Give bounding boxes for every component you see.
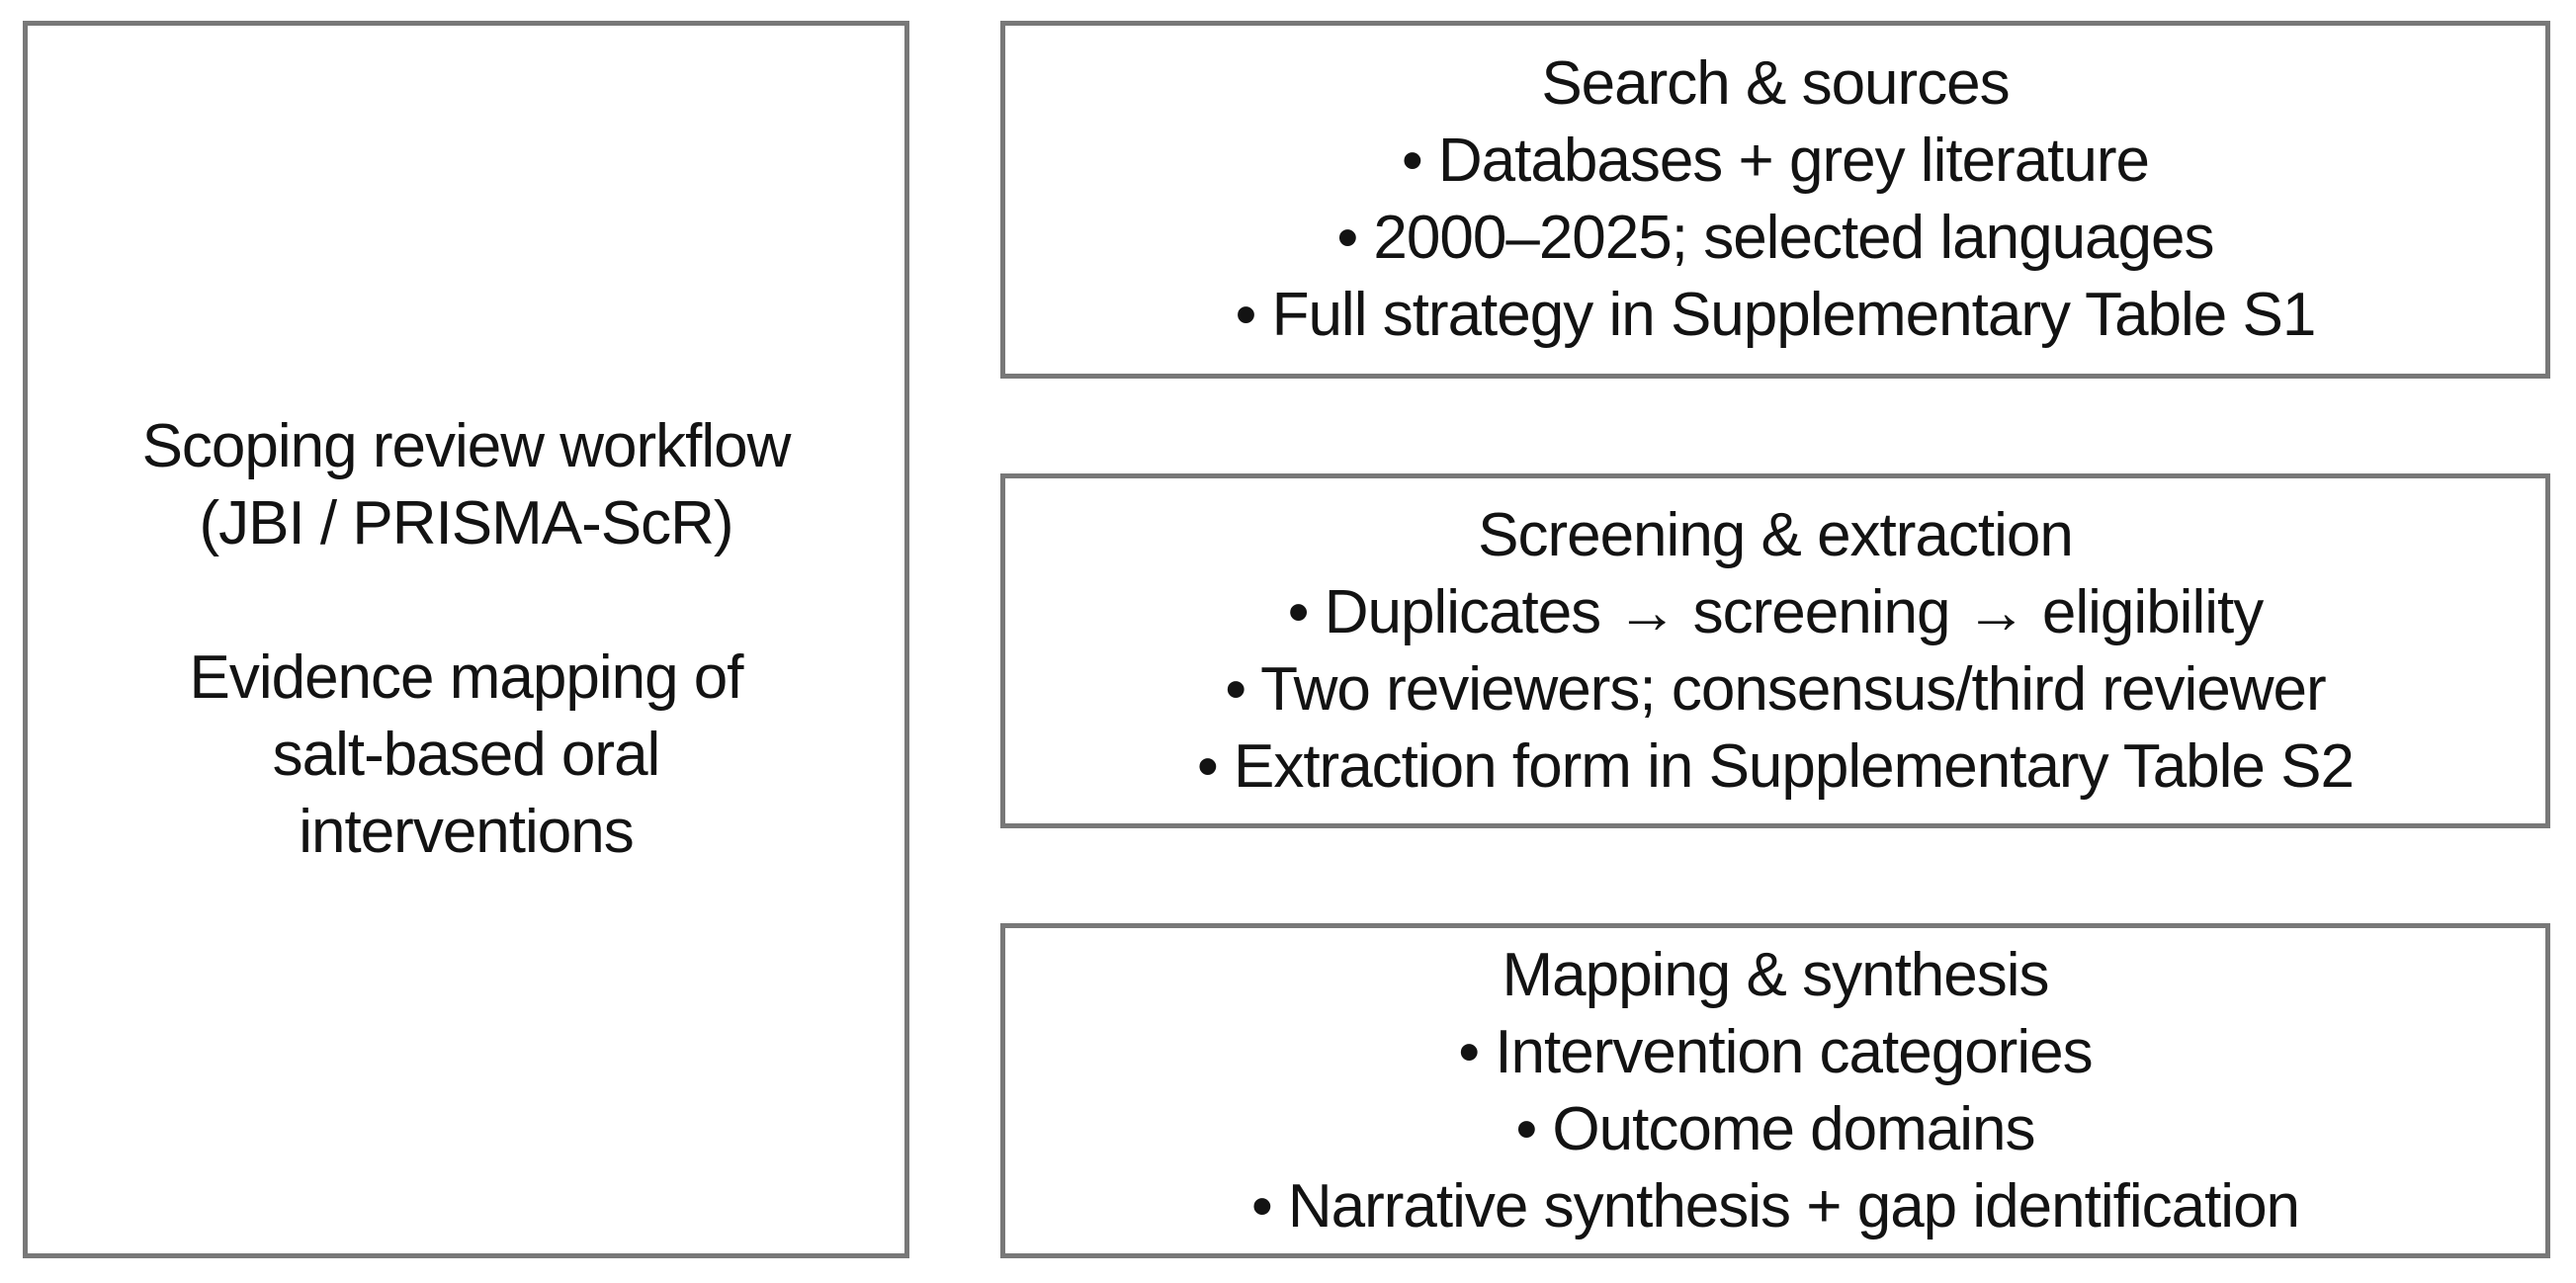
- workflow-title-block: Scoping review workflow (JBI / PRISMA-Sc…: [141, 408, 792, 562]
- stage-title-search-sources: Search & sources: [1541, 49, 2010, 118]
- workflow-subtitle-line-3: interventions: [299, 798, 635, 866]
- stage-bullet: • Duplicates → screening → eligibility: [1287, 577, 2264, 646]
- workflow-title-line-1: Scoping review workflow: [141, 412, 792, 480]
- stage-bullet: • Two reviewers; consensus/third reviewe…: [1225, 654, 2326, 724]
- workflow-subtitle-line-1: Evidence mapping of: [189, 643, 743, 712]
- stage-box-screening-extraction: Screening & extraction • Duplicates → sc…: [1000, 473, 2550, 828]
- workflow-title-line-2: (JBI / PRISMA-ScR): [199, 489, 733, 557]
- workflow-subtitle-line-2: salt-based oral: [272, 721, 661, 789]
- stage-bullet: • Databases + grey literature: [1401, 127, 2150, 195]
- stage-title-screening-extraction: Screening & extraction: [1478, 500, 2074, 569]
- workflow-overview-panel: Scoping review workflow (JBI / PRISMA-Sc…: [23, 21, 909, 1258]
- workflow-subtitle-block: Evidence mapping of salt-based oral inte…: [189, 640, 743, 871]
- stage-bullet: • Narrative synthesis + gap identificati…: [1250, 1171, 2300, 1240]
- stage-bullet: • 2000–2025; selected languages: [1336, 204, 2214, 272]
- stage-bullet: • Full strategy in Supplementary Table S…: [1235, 281, 2317, 349]
- stage-bullet: • Intervention categories: [1458, 1017, 2093, 1086]
- stage-box-mapping-synthesis: Mapping & synthesis • Intervention categ…: [1000, 923, 2550, 1258]
- stage-box-search-sources: Search & sources • Databases + grey lite…: [1000, 21, 2550, 379]
- stage-bullet: • Outcome domains: [1515, 1094, 2035, 1163]
- stage-title-mapping-synthesis: Mapping & synthesis: [1502, 940, 2049, 1009]
- stage-bullet: • Extraction form in Supplementary Table…: [1197, 731, 2355, 801]
